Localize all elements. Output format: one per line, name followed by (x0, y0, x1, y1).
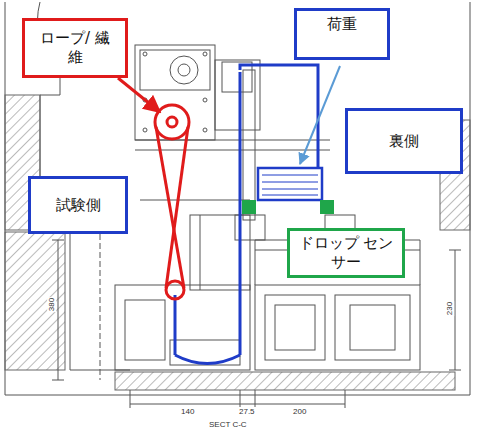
dimension-label: 27.5 (238, 407, 256, 416)
callout-text: 荷重 (327, 15, 357, 34)
dimension-label: 200 (292, 407, 307, 416)
callout-box: 裏側 (345, 108, 463, 174)
dimension-label: 230 (445, 301, 454, 316)
dimension-label: 380 (47, 297, 56, 312)
callout-text: 試験側 (56, 196, 101, 215)
callout-box: ロープ/ 繊維 (22, 18, 128, 78)
callout-box: 試験側 (28, 176, 128, 234)
callout-text: ドロップ センサー (296, 234, 396, 272)
dimension-label: SECT C-C (208, 420, 248, 429)
callout-text: ロープ/ 繊維 (35, 29, 115, 67)
callout-box: 荷重 (294, 8, 390, 60)
callout-text: 裏側 (389, 132, 419, 151)
dimension-label: 140 (180, 407, 195, 416)
callout-box: ドロップ センサー (287, 228, 405, 278)
